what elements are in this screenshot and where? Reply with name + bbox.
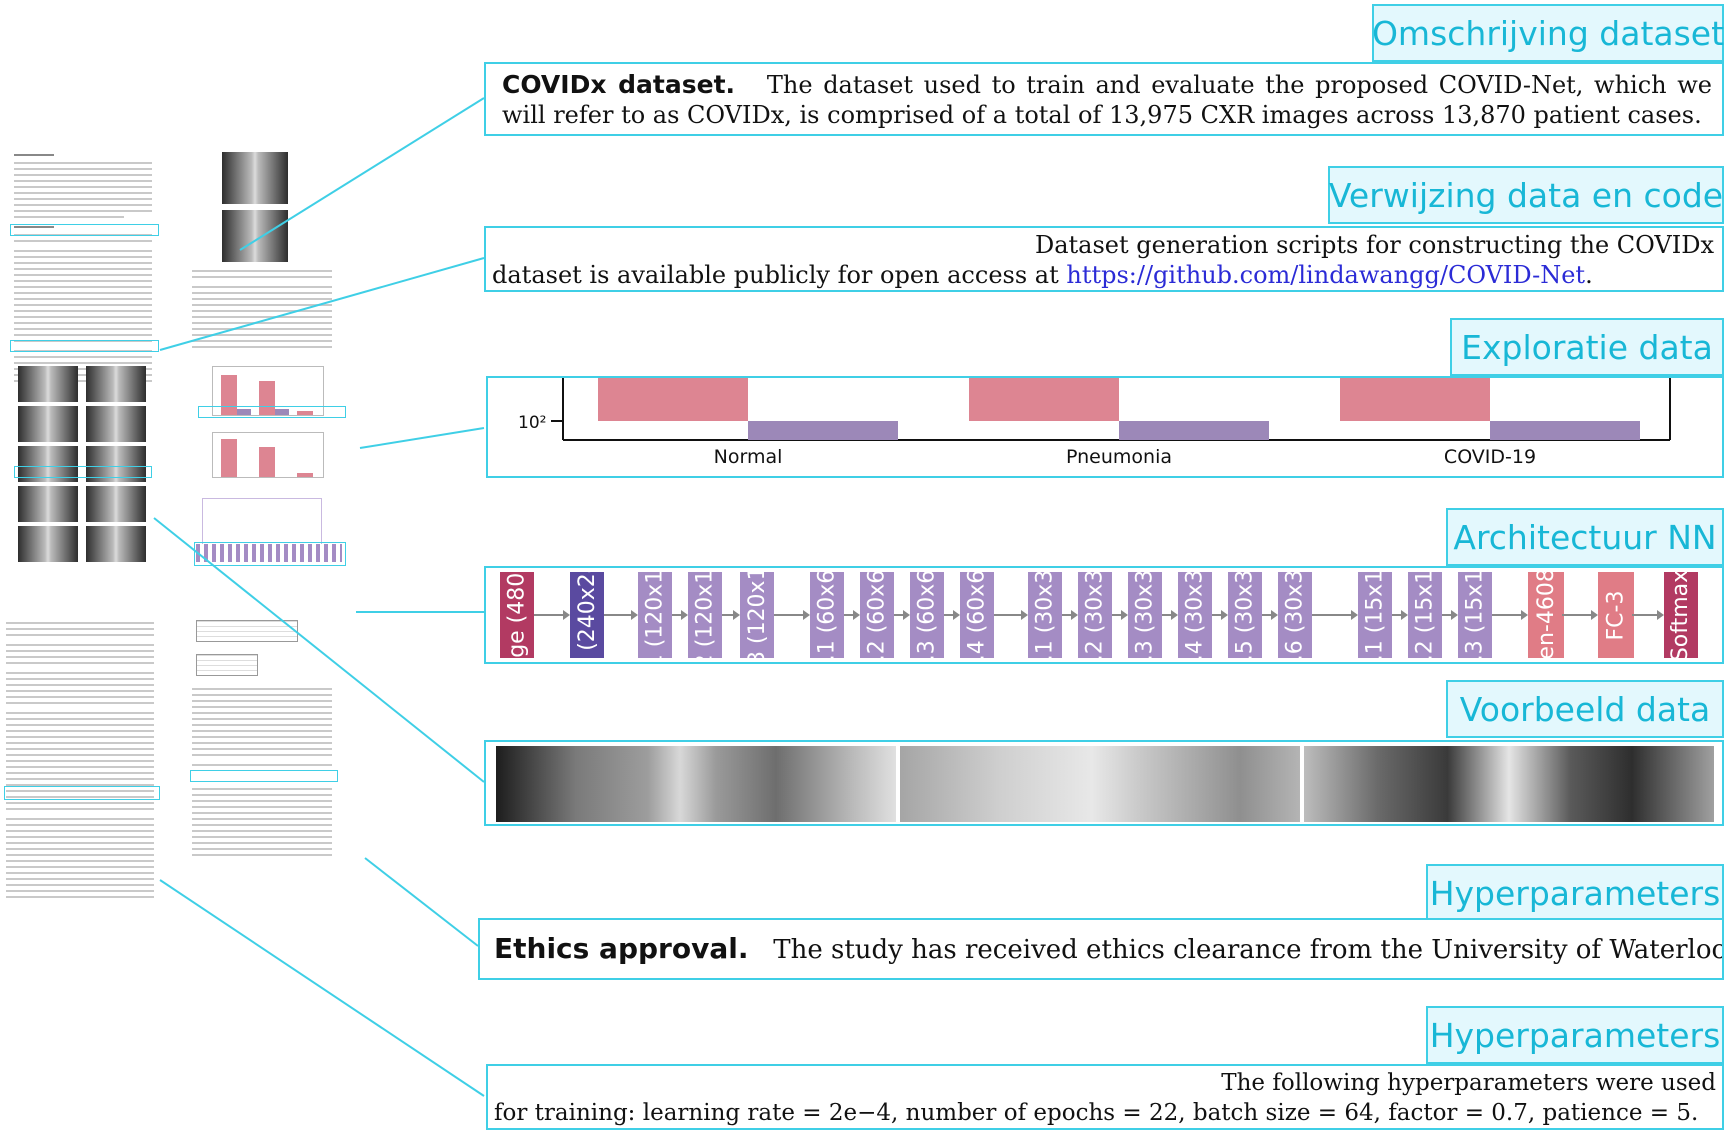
covidx-text: The dataset used to train and evaluate t… — [502, 71, 1713, 129]
page-2-left-column-text — [4, 618, 160, 918]
nn-arrow-13 — [1212, 610, 1228, 620]
nn-arrow-6 — [844, 610, 860, 620]
bar-normal-series-a — [598, 378, 748, 421]
code-text-line-1: Dataset generation scripts for construct… — [1034, 231, 1714, 259]
hyper-text-line-2: for training: learning rate = 2e−4, numb… — [494, 1100, 1699, 1126]
nn-arrow-7 — [894, 610, 910, 620]
label-dataset-description: Omschrijving dataset — [1372, 4, 1724, 62]
nn-arrow-2 — [604, 610, 638, 620]
nn-arrow-8 — [944, 610, 960, 620]
nn-arrow-15 — [1312, 610, 1358, 620]
nn-layer-7: 2.2 (60x60 — [860, 572, 894, 658]
page-1-highlight-code — [10, 340, 159, 352]
nn-arrow-3 — [672, 610, 688, 620]
nn-layer-1: age (480x — [500, 572, 534, 658]
excerpt-example-data — [484, 740, 1724, 826]
label-example-data: Voorbeeld data — [1446, 680, 1724, 738]
chart-category-labels: Normal Pneumonia COVID-19 — [714, 446, 1536, 468]
nn-layer-2: 7 (240x24 — [570, 572, 604, 658]
label-nn-architecture: Architectuur NN — [1446, 508, 1724, 566]
nn-layer-21: Softmax — [1664, 572, 1698, 658]
covidx-heading: COVIDx dataset. — [502, 70, 736, 99]
nn-layer-20: FC-3 — [1598, 572, 1634, 658]
nn-layer-14: 3.5 (30x30 — [1228, 572, 1262, 658]
nn-arrow-5 — [774, 610, 810, 620]
label-data-exploration: Exploratie data — [1450, 318, 1724, 376]
excerpt-nn-architecture: age (480x 7 (240x24 .1 (120x12 .2 (120x12 .3… — [484, 566, 1724, 664]
nn-layer-4: .2 (120x12 — [688, 572, 722, 658]
category-label-covid-19: COVID-19 — [1444, 446, 1536, 468]
nn-layer-9: 2.4 (60x60 — [960, 572, 994, 658]
nn-arrow-20 — [1632, 610, 1664, 620]
page-1-xray-grid — [12, 366, 156, 586]
label-hyperparameters-2: Hyperparameters — [1426, 1006, 1724, 1064]
nn-layer-17: 4.2 (15x15 — [1408, 572, 1442, 658]
category-label-pneumonia: Pneumonia — [1066, 446, 1172, 468]
xray-sample-1 — [496, 746, 896, 822]
paper-page-1-thumbnail — [6, 148, 346, 598]
nn-arrow-17 — [1442, 610, 1458, 620]
ethics-text: The study has received ethics clearance … — [773, 935, 1724, 965]
nn-arrow-18 — [1492, 610, 1528, 620]
nn-layer-18: 4.3 (15x15 — [1458, 572, 1492, 658]
xray-sample-2 — [900, 746, 1300, 822]
chart-tick-label: 10² — [518, 413, 546, 433]
nn-arrow-16 — [1392, 610, 1408, 620]
label-hyperparameters-1: Hyperparameters — [1426, 864, 1724, 922]
label-data-code-reference: Verwijzing data en code — [1328, 166, 1724, 224]
nn-layer-10: 3.1 (30x30 — [1028, 572, 1062, 658]
nn-arrow-11 — [1112, 610, 1128, 620]
bar-pneumonia-series-a — [969, 378, 1119, 421]
nn-layer-12: 3.3 (30x30 — [1128, 572, 1162, 658]
nn-arrow-19 — [1562, 610, 1598, 620]
page-2-right-column — [190, 618, 342, 918]
bar-normal-series-b — [748, 421, 898, 440]
paper-page-2-thumbnail — [4, 618, 346, 928]
nn-arrow-10 — [1062, 610, 1078, 620]
page-1-highlight-dataset — [10, 224, 159, 236]
excerpt-hyperparameters: The following hyperparameters were used … — [486, 1064, 1724, 1130]
excerpt-dataset-description: COVIDx dataset. The dataset used to trai… — [484, 62, 1724, 136]
nn-arrow-1 — [534, 610, 570, 620]
hyper-text-line-1: The following hyperparameters were used — [1221, 1070, 1716, 1096]
nn-arrow-4 — [722, 610, 740, 620]
bar-pneumonia-series-b — [1119, 421, 1269, 440]
connector-exploration — [359, 427, 485, 449]
excerpt-data-exploration: 10² Normal Pneumonia COVID-19 — [486, 376, 1724, 478]
nn-layer-8: 2.3 (60x60 — [910, 572, 944, 658]
xray-sample-3 — [1304, 746, 1714, 822]
bar-covid-19-series-a — [1340, 378, 1490, 421]
code-text-end: . — [1585, 261, 1593, 289]
code-text-line-2: dataset is available publicly for open a… — [492, 261, 1059, 289]
nn-layer-19: tten-46080 — [1528, 572, 1564, 658]
nn-layer-15: 3.6 (30x30 — [1278, 572, 1312, 658]
nn-arrow-9 — [994, 610, 1028, 620]
ethics-heading: Ethics approval. — [494, 932, 749, 965]
chart-bars-group — [598, 378, 1640, 440]
nn-layer-3: .1 (120x12 — [638, 572, 672, 658]
nn-layer-16: 4.1 (15x15 — [1358, 572, 1392, 658]
excerpt-ethics-approval: Ethics approval. The study has received … — [478, 918, 1724, 980]
bar-covid-19-series-b — [1490, 421, 1640, 440]
nn-arrow-14 — [1262, 610, 1278, 620]
nn-layer-5: .3 (120x1: — [740, 572, 774, 658]
nn-layer-6: 2.1 (60x60 — [810, 572, 844, 658]
page-1-right-column — [192, 152, 346, 592]
nn-layer-11: 3.2 (30x30 — [1078, 572, 1112, 658]
connector-ethics — [364, 857, 479, 947]
nn-arrow-12 — [1162, 610, 1178, 620]
nn-layer-strip: age (480x 7 (240x24 .1 (120x12 .2 (120x12 .3… — [486, 568, 1722, 662]
nn-layer-13: 3.4 (30x30 — [1178, 572, 1212, 658]
excerpt-data-code-reference: Dataset generation scripts for construct… — [484, 226, 1724, 292]
github-link[interactable]: https://github.com/lindawangg/COVID-Net — [1066, 261, 1586, 289]
exploration-chart: 10² Normal Pneumonia COVID-19 — [518, 378, 1671, 468]
category-label-normal: Normal — [714, 446, 783, 468]
